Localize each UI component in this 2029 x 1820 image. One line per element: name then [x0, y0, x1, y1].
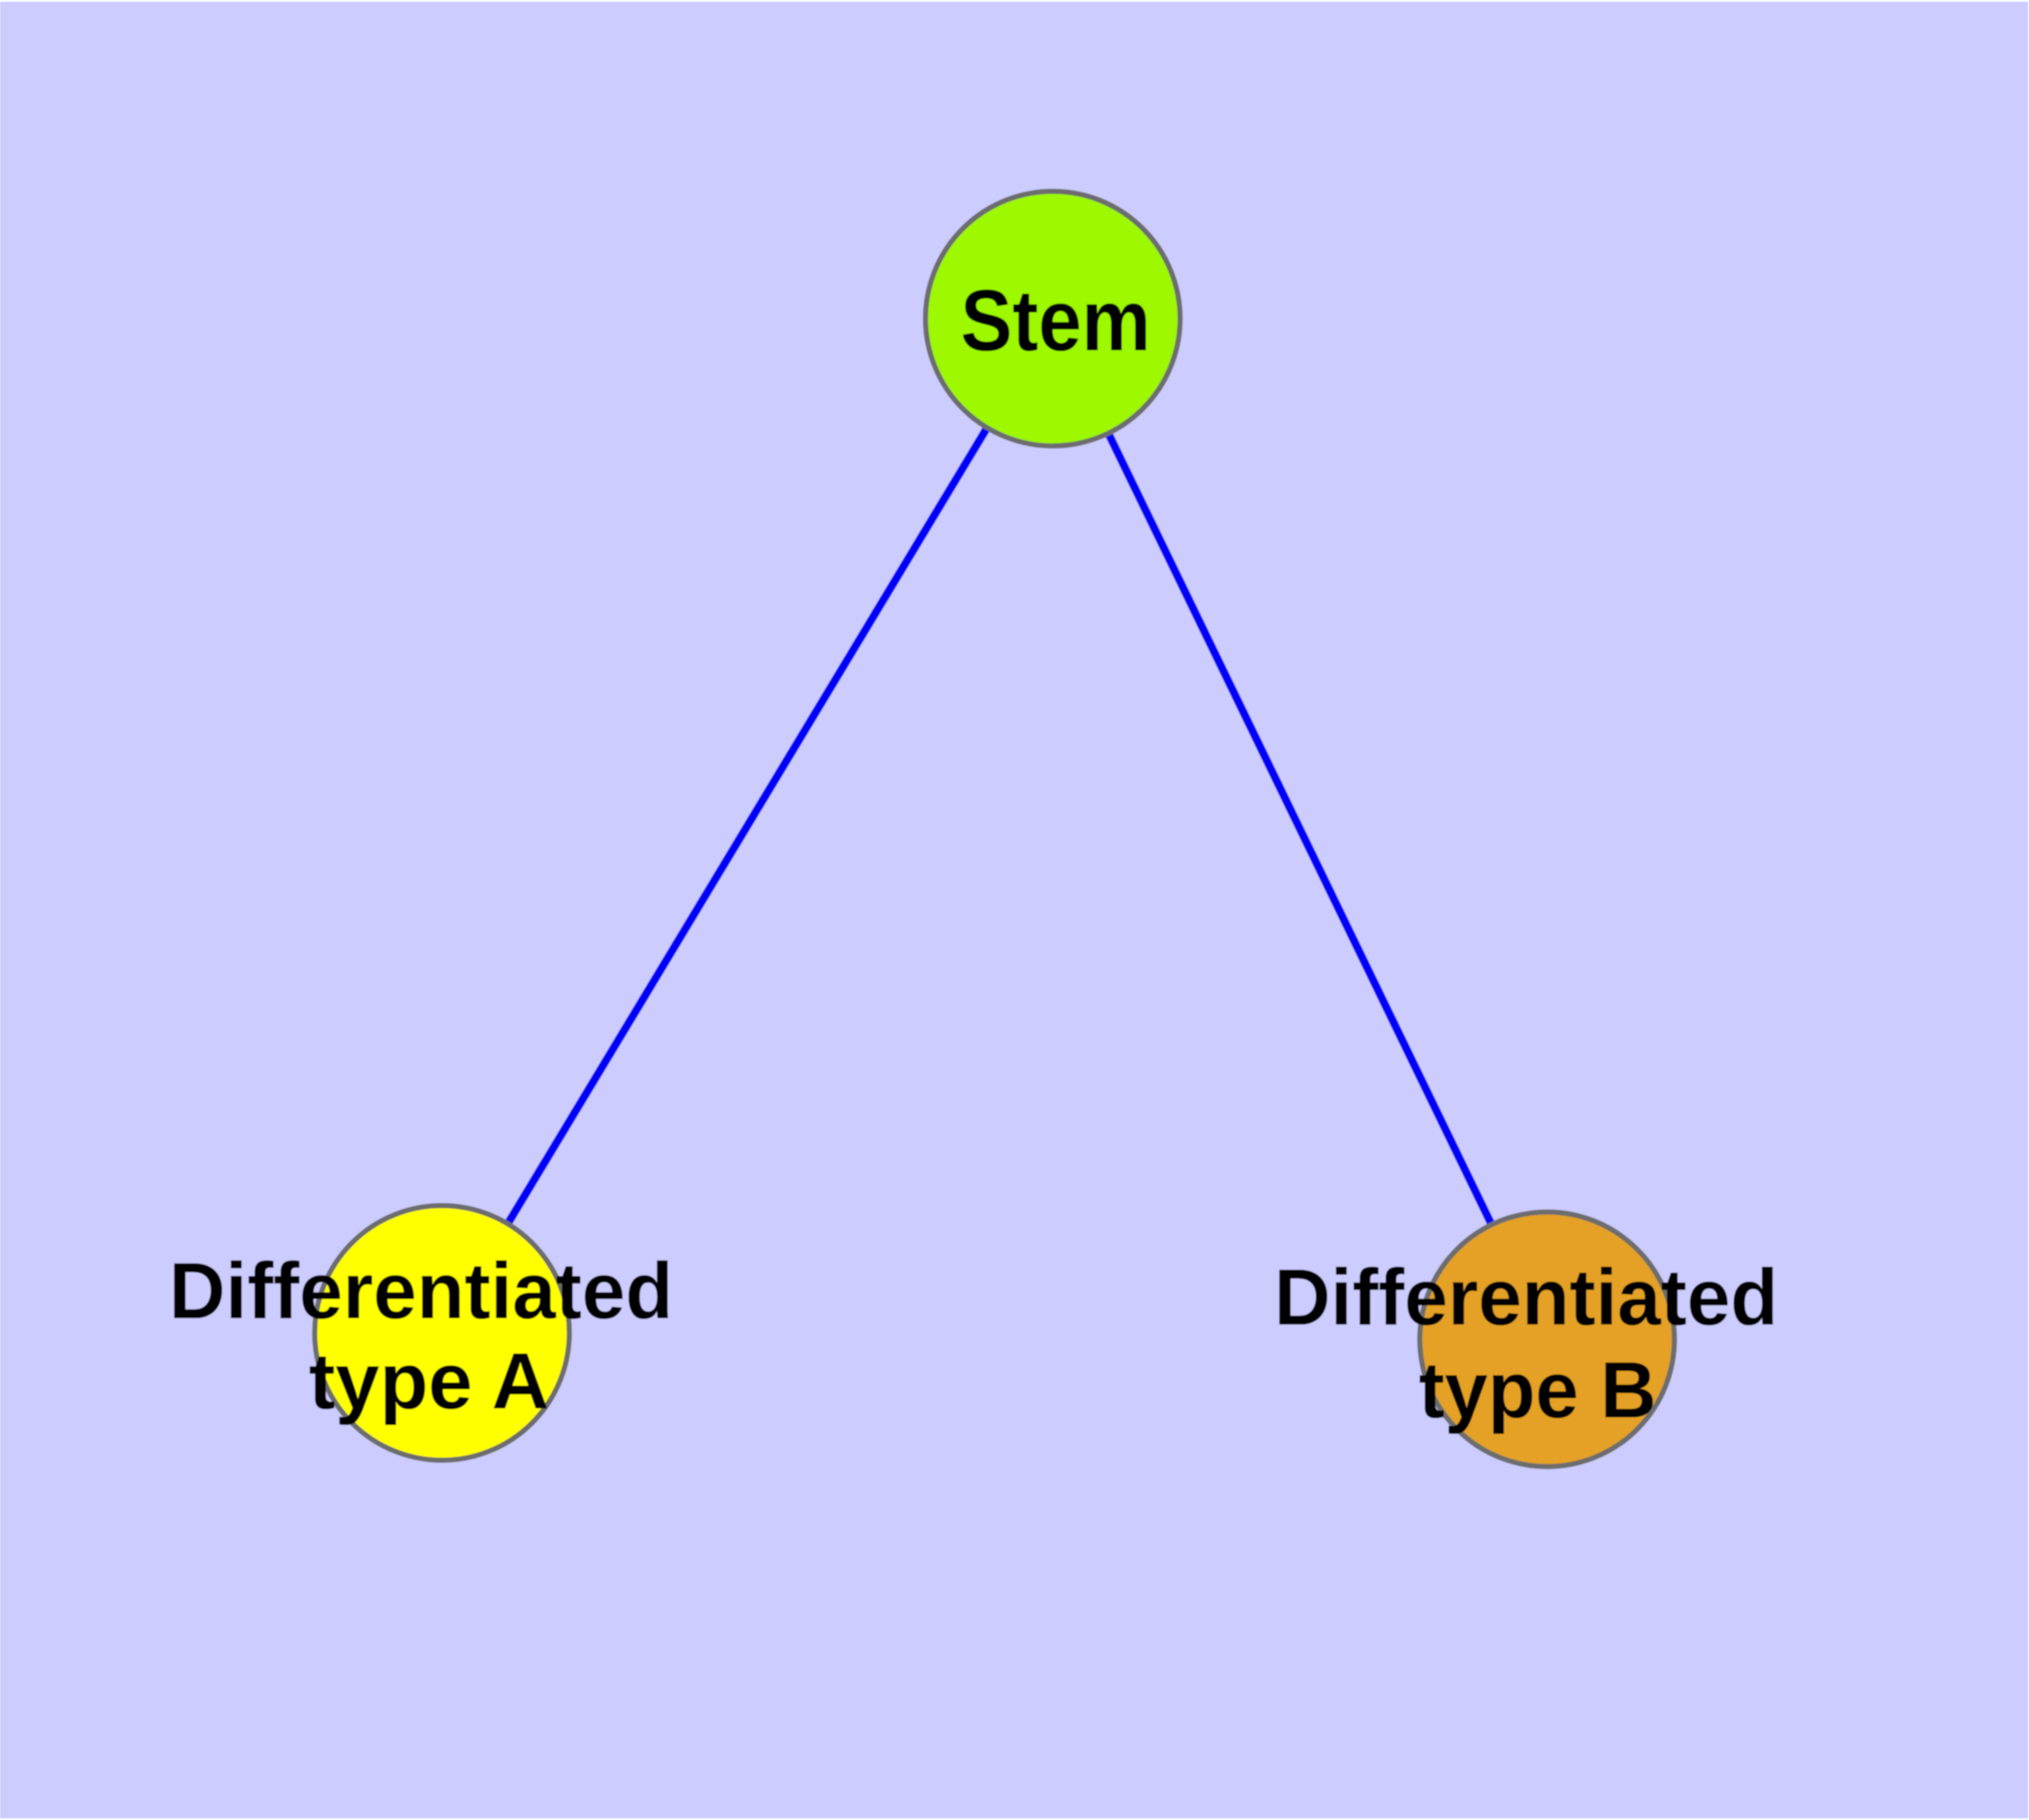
svg-text:type A: type A [309, 1336, 550, 1426]
svg-text:Stem: Stem [961, 272, 1152, 369]
svg-text:Differentiated: Differentiated [1274, 1252, 1778, 1342]
svg-text:type B: type B [1419, 1345, 1657, 1434]
svg-text:Differentiated: Differentiated [169, 1246, 673, 1336]
